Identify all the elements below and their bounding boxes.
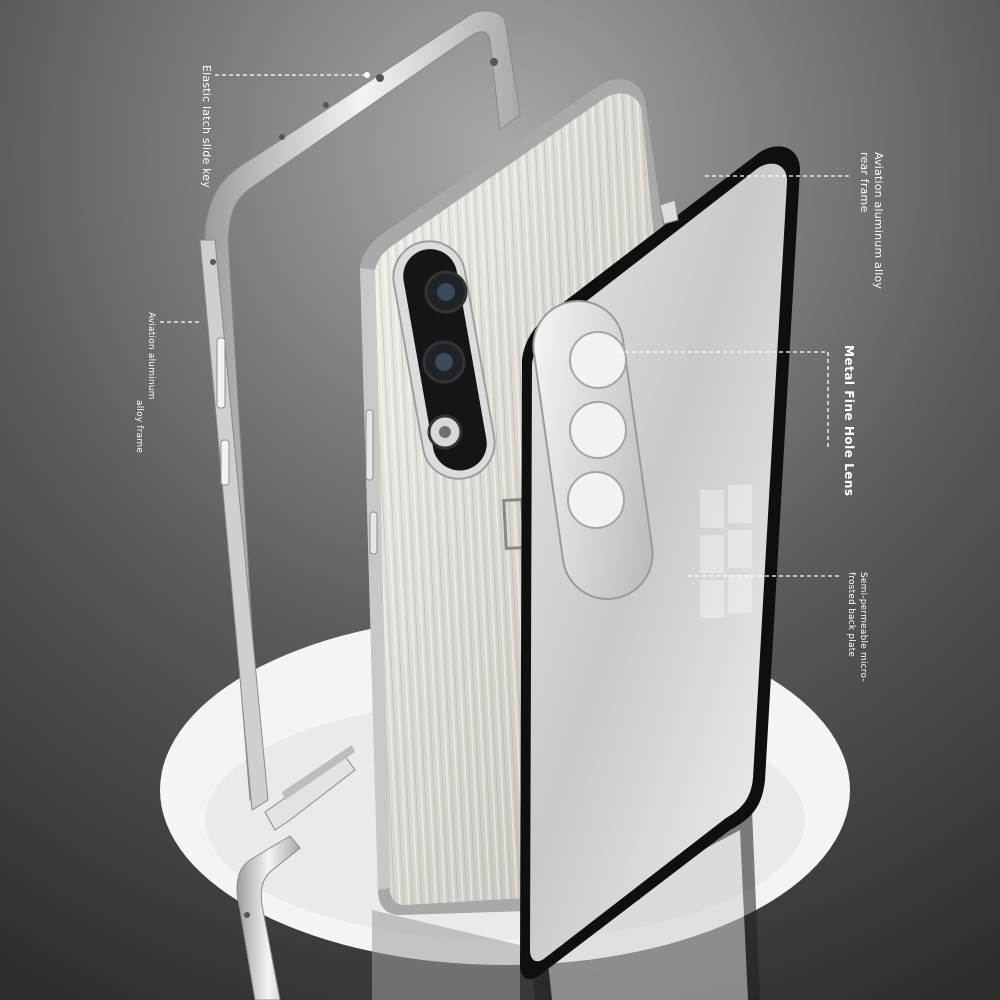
callout-metal-lens: Metal Fine Hole Lens [842,345,856,497]
aluminum-bumper-frame [199,10,521,1000]
window-reflection [700,485,752,618]
frosted-back-plate [520,146,800,980]
callout-back-plate-line1: Semi-permeable micro- [858,572,868,682]
callout-elastic-latch: Elastic latch slide key [200,65,213,188]
callout-rear-frame-line1: Aviation aluminum alloy [872,152,885,290]
callout-back-plate-line2: frosted back plate [846,572,856,658]
floor-reflection [372,810,760,1000]
callout-leaders [160,74,850,577]
latch-pointer-dot [364,72,370,78]
callout-frame-left-line2: alloy frame [134,400,144,454]
callout-frame-left-line1: Aviation aluminum [146,312,156,400]
callout-rear-frame-line2: rear frame [858,152,871,213]
